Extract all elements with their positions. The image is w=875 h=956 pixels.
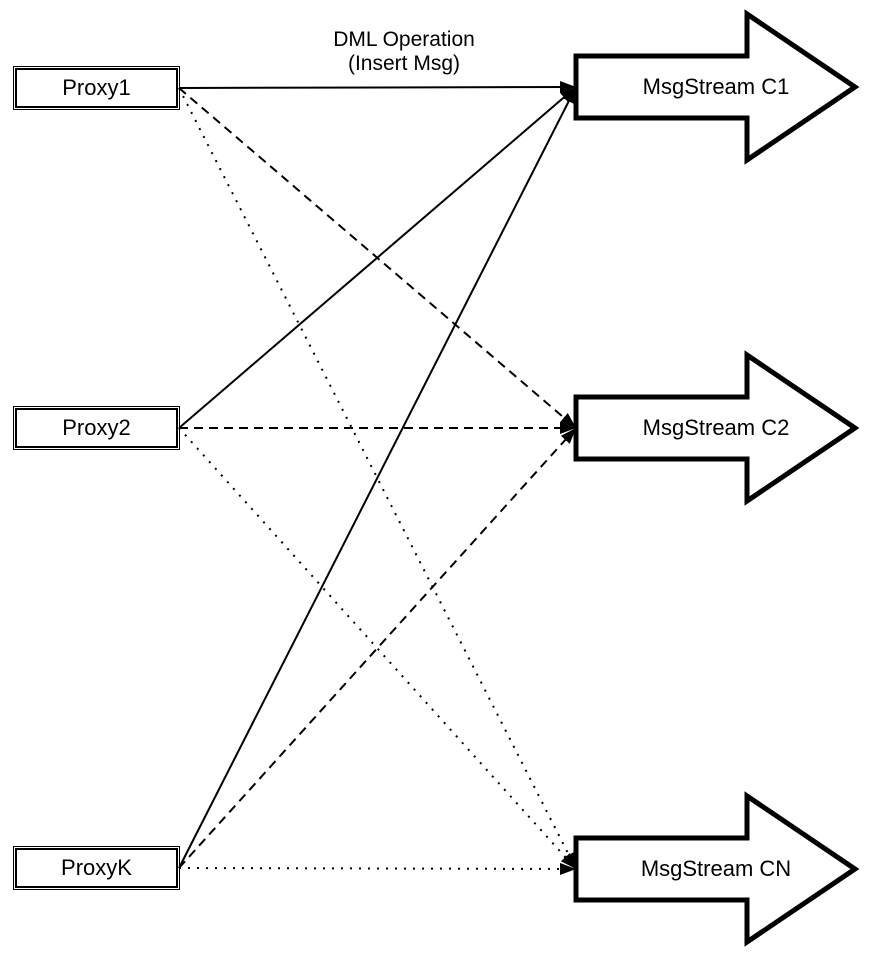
connection-proxy1-to-cn-dotted: [178, 87, 577, 870]
proxy2-label: Proxy2: [62, 415, 131, 440]
msgstream-cn-arrow-shape: [573, 791, 860, 947]
proxy1-label: Proxy1: [62, 75, 131, 100]
proxy-box-proxy2: Proxy2: [13, 406, 180, 450]
proxyk-label: ProxyK: [61, 855, 132, 880]
connection-proxyk-to-c2-dashed: [178, 427, 577, 869]
connection-proxy1-to-c1-solid: [178, 81, 577, 94]
connection-proxyk-to-c1-solid: [178, 86, 577, 869]
annotation-line1: DML Operation: [333, 28, 475, 51]
annotation-line2: (Insert Msg): [347, 52, 460, 75]
connections-group: [178, 81, 577, 875]
msgstream-c2-arrow-shape: [573, 350, 860, 506]
connection-proxy2-to-c1-solid: [178, 86, 577, 429]
msgstream-c1-arrow-shape: [573, 9, 860, 165]
connection-proxyk-to-cn-dotted: [178, 862, 577, 875]
proxy-box-proxyk: ProxyK: [13, 846, 180, 890]
proxy-box-proxy1: Proxy1: [13, 66, 180, 110]
annotation: DML Operation (Insert Msg): [333, 28, 475, 76]
